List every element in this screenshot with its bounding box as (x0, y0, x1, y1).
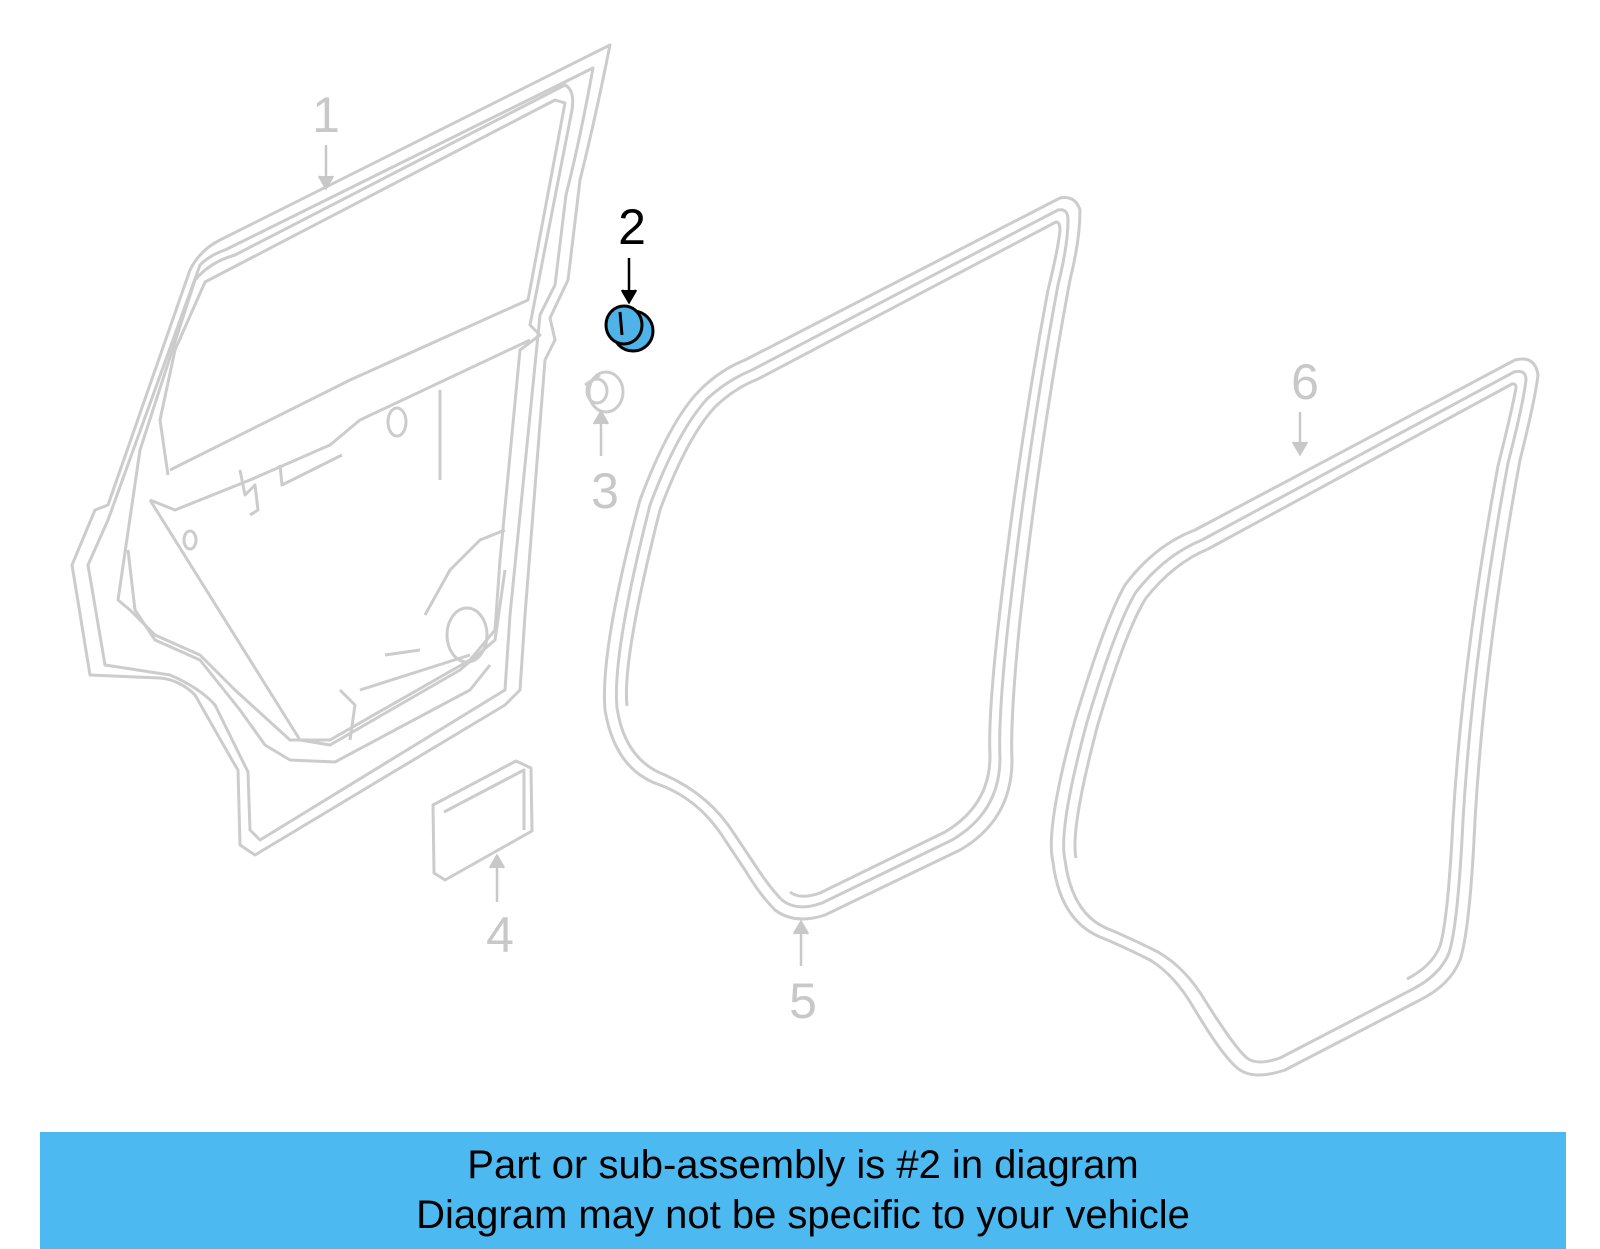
pad-part (431, 759, 534, 882)
info-banner: Part or sub-assembly is #2 in diagram Di… (40, 1132, 1566, 1249)
callout-3: 3 (591, 463, 619, 519)
door-shell-part (70, 43, 612, 857)
arrow-4 (488, 853, 506, 902)
grommet-part (584, 370, 625, 414)
arrow-3 (592, 409, 610, 456)
callout-4: 4 (486, 907, 514, 963)
arrow-5 (792, 919, 810, 966)
leader-arrows (317, 145, 1309, 966)
callout-6: 6 (1291, 354, 1319, 410)
door-seal-part (602, 196, 1082, 921)
plug-part-highlighted (604, 304, 655, 353)
callout-1: 1 (312, 87, 340, 143)
body-seal-part (1049, 357, 1540, 1077)
arrow-1 (317, 145, 335, 191)
arrow-2 (620, 258, 638, 305)
arrow-6 (1291, 412, 1309, 457)
callout-2: 2 (618, 199, 646, 255)
banner-line-1: Part or sub-assembly is #2 in diagram (467, 1143, 1139, 1187)
callout-5: 5 (789, 973, 817, 1029)
banner-line-2: Diagram may not be specific to your vehi… (416, 1193, 1190, 1237)
